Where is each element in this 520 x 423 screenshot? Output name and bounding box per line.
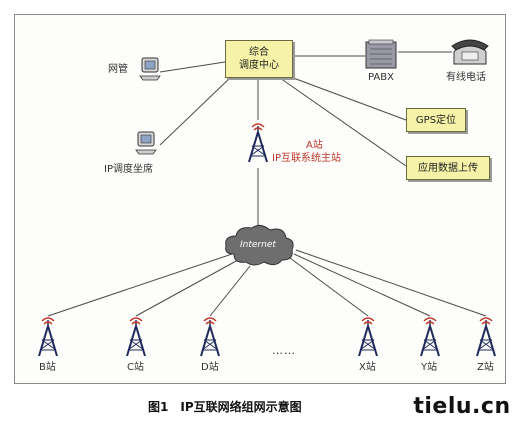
control-center-box: 综合 调度中心	[225, 40, 293, 78]
telephone-icon	[451, 39, 489, 65]
more-stations-ellipsis: ……	[272, 344, 296, 357]
link-internet-b	[47, 253, 233, 317]
link-internet-z	[295, 249, 487, 317]
station-label: D站	[201, 362, 219, 373]
link-center-gps	[287, 75, 407, 121]
figure-caption: 图1 IP互联网络组网示意图	[148, 398, 314, 415]
main-station-tower-icon	[248, 123, 268, 163]
figure-title: IP互联网络组网示意图	[180, 400, 302, 414]
wired-phone-label: 有线电话	[446, 72, 486, 83]
internet-cloud-icon	[225, 224, 294, 266]
network-mgmt-label: 网管	[108, 64, 128, 75]
gps-label: GPS定位	[415, 114, 457, 126]
control-center-label-line1: 综合	[249, 47, 269, 58]
link-internet-c	[135, 259, 239, 317]
station-tower-icon	[200, 317, 220, 357]
app-upload-label: 应用数据上传	[418, 162, 478, 174]
main-station-label-line2: IP互联系统主站	[272, 153, 341, 164]
gps-box: GPS定位	[406, 108, 466, 132]
station-tower-icon	[476, 317, 496, 357]
station-tower-icon	[420, 317, 440, 357]
app-upload-box: 应用数据上传	[406, 156, 490, 180]
station-label: X站	[359, 362, 376, 373]
figure-number: 图1	[148, 400, 169, 414]
station-tower-icon	[126, 317, 146, 357]
station-label: C站	[127, 362, 144, 373]
computer-icon	[139, 57, 161, 81]
station-label: Z站	[477, 362, 494, 373]
link-internet-x	[289, 257, 369, 317]
watermark-logo: tielu.cn	[404, 389, 520, 423]
pabx-device-icon	[365, 39, 397, 69]
link-center-app-upload	[279, 77, 407, 167]
link-internet-d	[209, 265, 251, 317]
station-tower-icon	[358, 317, 378, 357]
station-label: Y站	[421, 362, 438, 373]
internet-label: Internet	[240, 240, 276, 250]
station-tower-icon	[38, 317, 58, 357]
link-center-network-mgmt	[159, 61, 226, 73]
computer-icon	[135, 131, 157, 155]
main-station-label-line1: A站	[306, 140, 323, 151]
ip-seat-label: IP调度坐席	[104, 164, 153, 175]
pabx-label: PABX	[368, 72, 394, 83]
station-label: B站	[39, 362, 56, 373]
control-center-label-line2: 调度中心	[239, 60, 279, 71]
link-internet-y	[293, 253, 431, 317]
link-center-ip-seat	[159, 75, 233, 146]
